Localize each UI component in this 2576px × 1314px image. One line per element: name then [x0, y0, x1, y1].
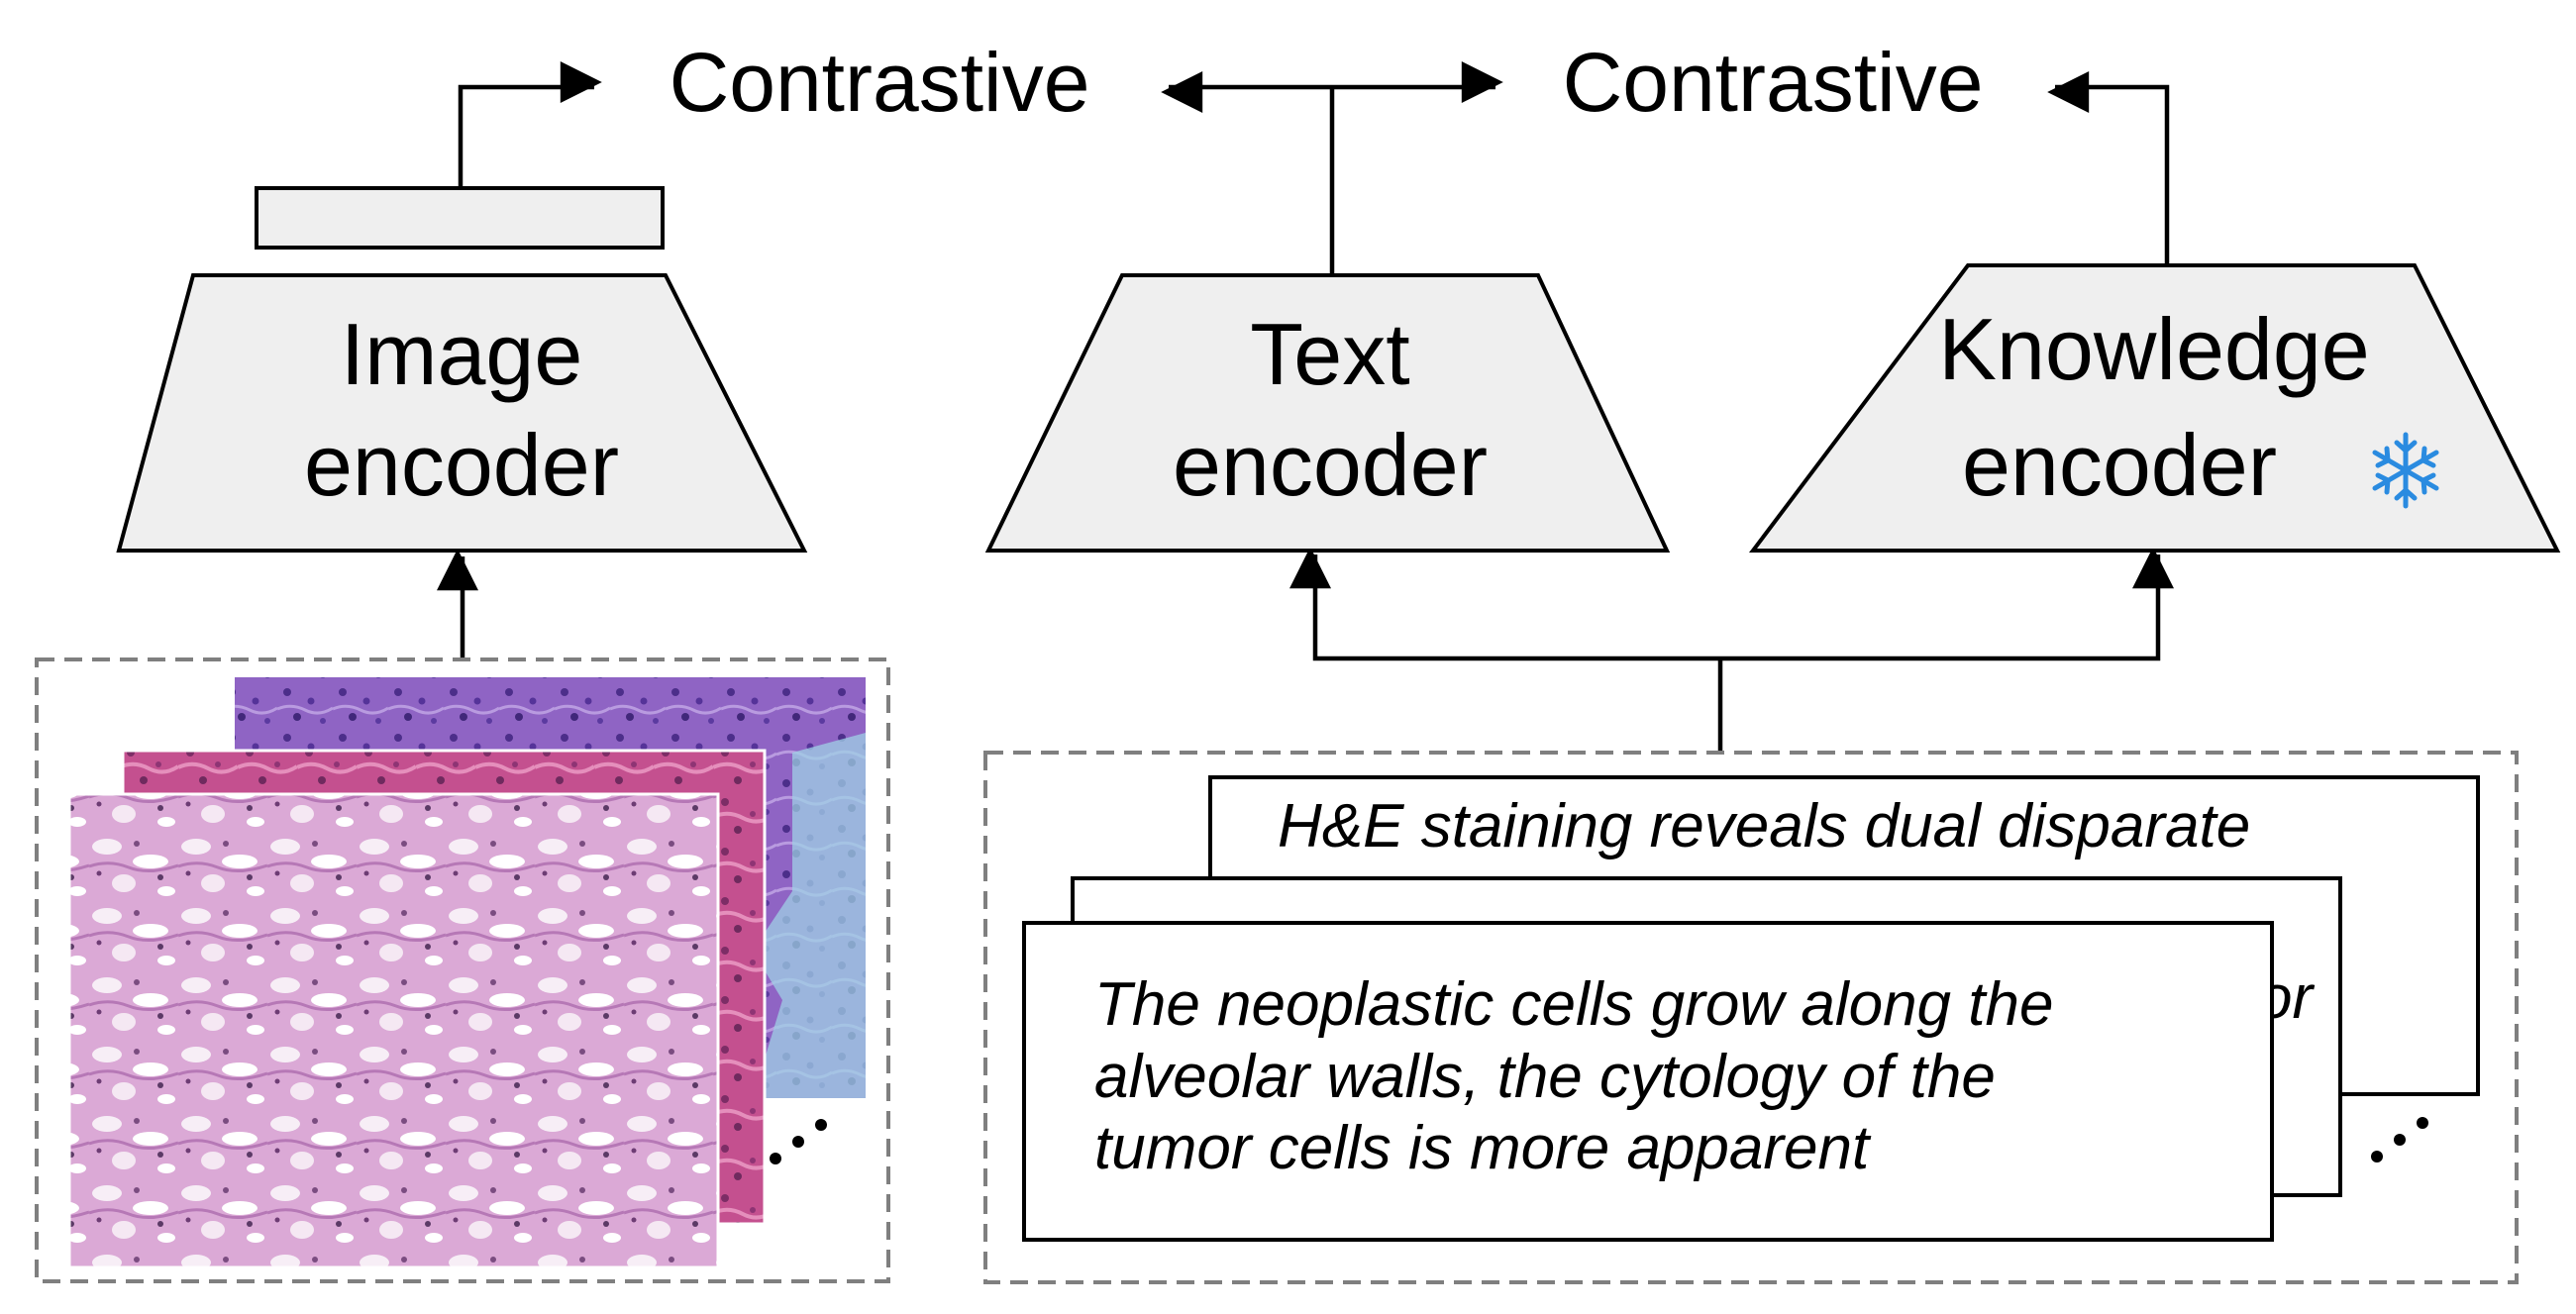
image-stack-ellipsis-icon [770, 1119, 827, 1164]
histology-image-back-stroma [753, 733, 866, 1098]
caption-stack: H&E staining reveals dual disparate or T… [1022, 775, 2480, 1242]
knowledge-encoder: Knowledge encoder [1748, 263, 2561, 553]
caption-card-front [1022, 921, 2274, 1242]
caption-front-line3: tumor cells is more apparent [1094, 1114, 1872, 1182]
text-encoder-shape [984, 273, 1671, 553]
image-stack-frame [35, 657, 890, 1283]
caption-front-line2: alveolar walls, the cytology of the [1094, 1043, 1996, 1111]
text-encoder: Text encoder [984, 273, 1671, 553]
image-encoder-shape [116, 273, 808, 553]
text-encoder-label-line2: encoder [1173, 416, 1488, 514]
caption-stack-ellipsis-icon [2371, 1117, 2428, 1162]
image-stack [67, 677, 866, 1269]
text-encoder-label-line1: Text [1250, 305, 1409, 403]
image-embedding-bar [255, 186, 665, 250]
caption-stack-frame [983, 751, 2519, 1284]
contrastive-label-right: Contrastive [1563, 36, 1984, 129]
caption-back-line1: H&E staining reveals dual disparate [1278, 792, 2250, 860]
image-encoder-label-line1: Image [341, 305, 583, 403]
snowflake-icon [2372, 432, 2439, 509]
knowledge-encoder-label-line1: Knowledge [1938, 300, 2369, 398]
arrow-captions-to-knowledge-encoder [1720, 547, 2174, 661]
arrow-captions-to-text-encoder [1289, 547, 1720, 661]
knowledge-encoder-shape [1748, 263, 2561, 553]
image-encoder-label-line2: encoder [304, 416, 619, 514]
arrow-image-embedding-to-contrastive [458, 61, 602, 188]
contrastive-label-left: Contrastive [670, 36, 1090, 129]
histology-image-front [67, 792, 720, 1269]
caption-front-line1: The neoplastic cells grow along the [1094, 970, 2053, 1039]
knowledge-encoder-label-line2: encoder [1962, 416, 2277, 514]
arrow-knowledge-to-contrastive [2047, 71, 2170, 265]
image-encoder: Image encoder [116, 273, 808, 553]
